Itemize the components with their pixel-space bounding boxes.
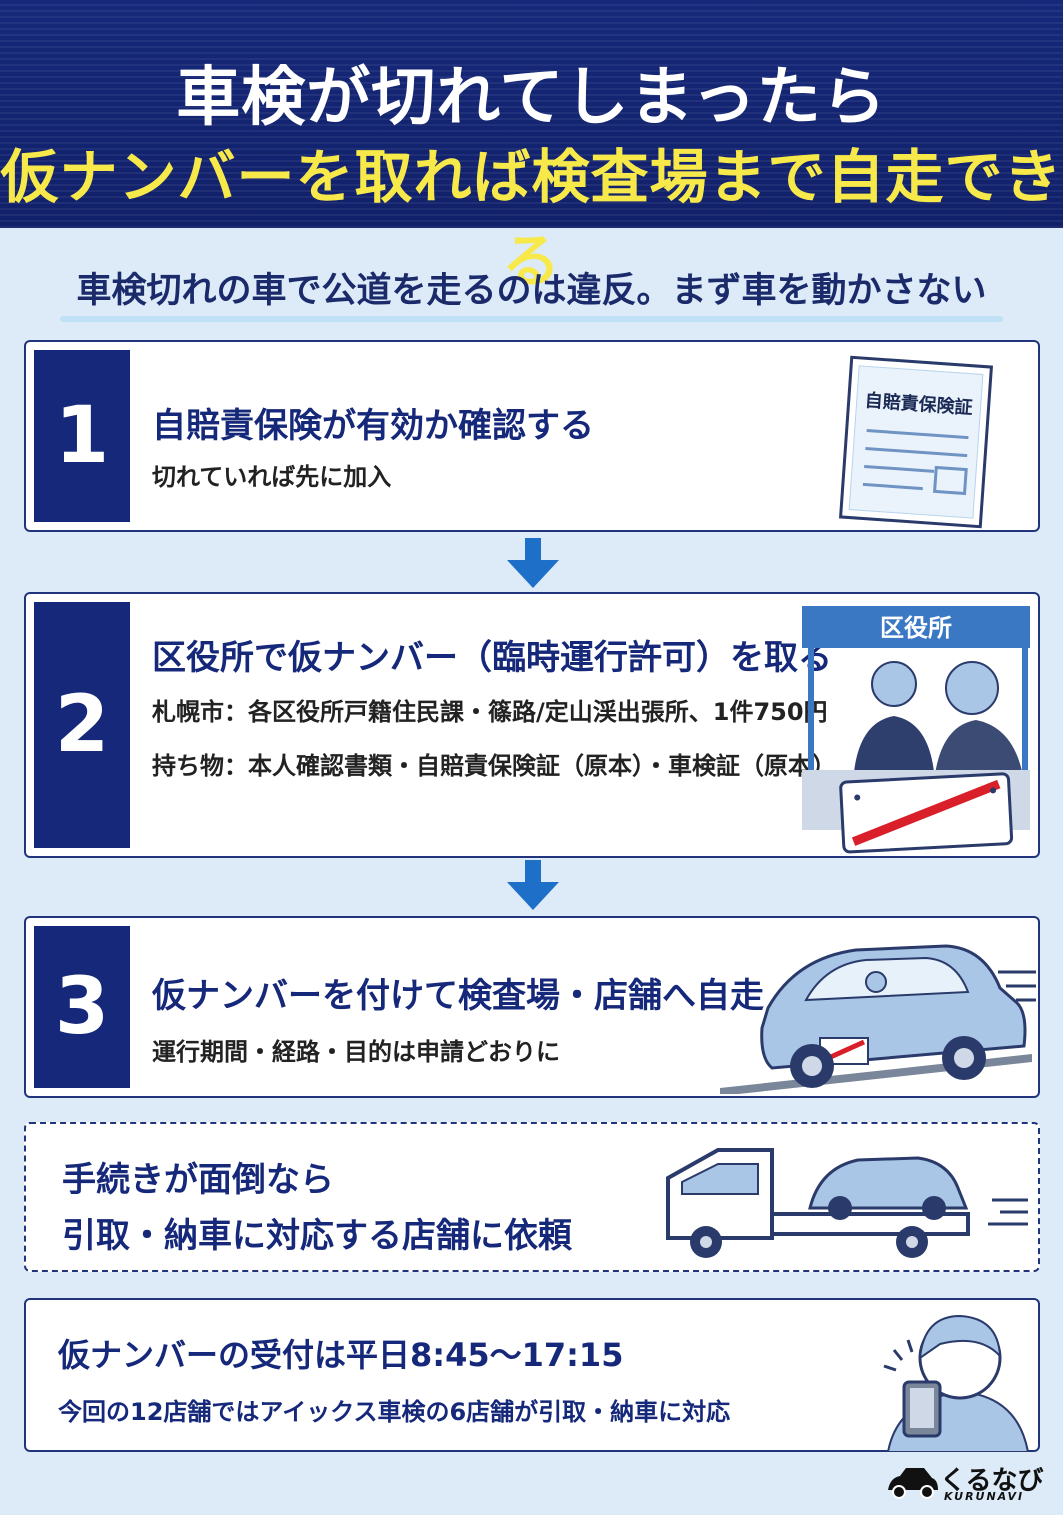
kurunavi-logo: くるなび KURUNAVI bbox=[884, 1460, 1044, 1504]
office-sign-label: 区役所 bbox=[880, 614, 952, 642]
step-number: 1 bbox=[34, 350, 130, 522]
pickup-stores-note: 今回の12店舗ではアイックス車検の6店舗が引取・納車に対応 bbox=[58, 1398, 731, 1426]
header-banner: 車検が切れてしまったら 仮ナンバーを取れば検査場まで自走できる bbox=[0, 0, 1063, 295]
step-title: 区役所で仮ナンバー（臨時運行許可）を取る bbox=[152, 638, 832, 678]
office-counter-icon: 区役所 bbox=[802, 606, 1030, 854]
down-arrow-icon bbox=[507, 860, 559, 910]
tow-truck-icon bbox=[666, 1148, 1028, 1258]
step-number: 3 bbox=[34, 926, 130, 1088]
step-3-card: 3 仮ナンバーを付けて検査場・店舗へ自走 運行期間・経路・目的は申請どおりに bbox=[24, 916, 1040, 1098]
reception-hours: 仮ナンバーの受付は平日8:45～17:15 bbox=[58, 1336, 624, 1374]
note-line-2: 引取・納車に対応する店舗に依頼 bbox=[62, 1216, 572, 1256]
person-phone-icon bbox=[883, 1314, 1030, 1452]
plate-icon bbox=[839, 772, 1014, 854]
car-logo-icon bbox=[888, 1468, 938, 1499]
step-text: 札幌市：各区役所戸籍住民課・篠路/定山渓出張所、1件750円 bbox=[152, 698, 828, 726]
pickup-delivery-note: 手続きが面倒なら 引取・納車に対応する店舗に依頼 bbox=[24, 1122, 1040, 1272]
step-text: 持ち物：本人確認書類・自賠責保険証（原本）・車検証（原本） bbox=[152, 752, 836, 780]
header-title: 車検が切れてしまったら bbox=[176, 61, 887, 135]
car-icon bbox=[720, 944, 1036, 1094]
logo-text: くるなび bbox=[940, 1466, 1044, 1496]
header-subtitle: 仮ナンバーを取れば検査場まで自走できる bbox=[0, 143, 1063, 295]
reception-info-box: 仮ナンバーの受付は平日8:45～17:15 今回の12店舗ではアイックス車検の6… bbox=[24, 1298, 1040, 1452]
step-text: 運行期間・経路・目的は申請どおりに bbox=[152, 1038, 560, 1066]
step-1-card: 1 自賠責保険が有効か確認する 切れていれば先に加入 自賠責保険証 bbox=[24, 340, 1040, 532]
document-icon: 自賠責保険証 bbox=[838, 355, 994, 529]
down-arrow-icon bbox=[507, 538, 559, 588]
step-number: 2 bbox=[34, 602, 130, 848]
heading-underline bbox=[60, 316, 1003, 322]
step-text: 切れていれば先に加入 bbox=[152, 463, 392, 491]
warning-heading: 車検切れの車で公道を走るのは違反。まず車を動かさない bbox=[0, 262, 1063, 322]
step-2-card: 2 区役所で仮ナンバー（臨時運行許可）を取る 札幌市：各区役所戸籍住民課・篠路/… bbox=[24, 592, 1040, 858]
note-line-1: 手続きが面倒なら bbox=[62, 1160, 334, 1200]
step-title: 自賠責保険が有効か確認する bbox=[152, 406, 594, 446]
logo-subtext: KURUNAVI bbox=[944, 1490, 1025, 1503]
step-title: 仮ナンバーを付けて検査場・店舗へ自走 bbox=[152, 976, 764, 1016]
